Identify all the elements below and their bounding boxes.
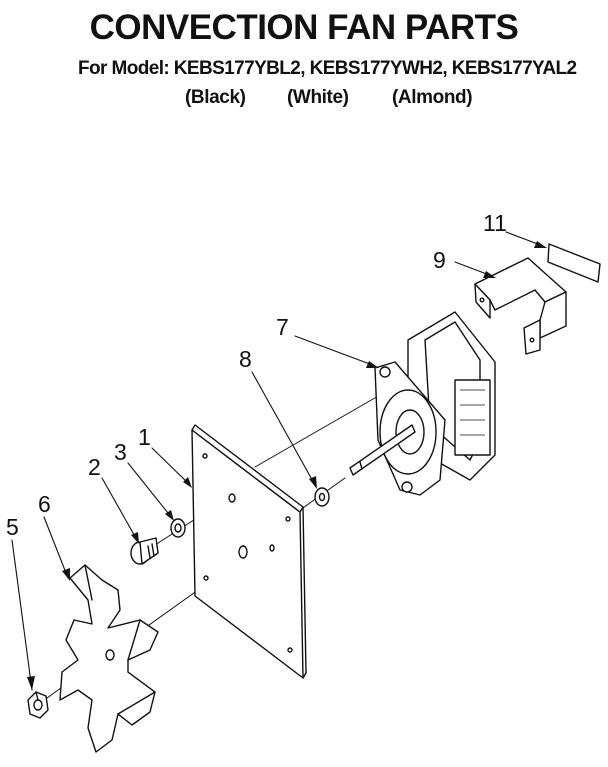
- callout-11: 11: [483, 210, 507, 236]
- callout-6: 6: [38, 491, 51, 517]
- bracket-part: [474, 257, 567, 355]
- leader-lines: [11, 231, 547, 691]
- callout-1: 1: [138, 424, 151, 450]
- mounting-plate-part: [191, 424, 307, 679]
- callout-8: 8: [239, 346, 252, 372]
- model-numbers: KEBS177YBL2, KEBS177YWH2, KEBS177YAL2: [173, 58, 577, 79]
- insulation-pad-part: [547, 243, 601, 283]
- callout-3: 3: [114, 439, 127, 465]
- callout-9: 9: [433, 247, 446, 273]
- model-line: For Model: KEBS177YBL2, KEBS177YWH2, KEB…: [78, 58, 577, 80]
- color-label-almond: (Almond): [392, 87, 473, 108]
- color-label-black: (Black): [185, 87, 246, 108]
- washer-part: [170, 518, 186, 538]
- screw-part: [130, 537, 159, 565]
- model-prefix: For Model:: [78, 58, 170, 79]
- callout-5: 5: [6, 514, 19, 540]
- nut-part: [27, 691, 49, 719]
- page-title: CONVECTION FAN PARTS: [89, 8, 519, 47]
- callout-7: 7: [276, 314, 289, 340]
- fan-motor-part: [349, 311, 496, 496]
- color-label-white: (White): [287, 87, 349, 108]
- fan-blade-part: [59, 564, 159, 753]
- shaft-washer-part: [314, 487, 330, 507]
- callout-2: 2: [88, 454, 101, 480]
